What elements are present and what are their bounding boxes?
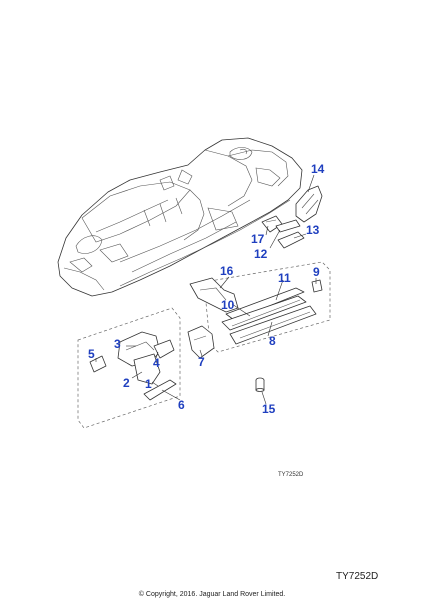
callout-5[interactable]: 5 <box>88 347 95 361</box>
callout-8[interactable]: 8 <box>269 334 276 348</box>
part-8-sill-outer <box>229 305 317 345</box>
part-13-reinforcement <box>277 231 305 249</box>
leader-lines <box>95 174 317 405</box>
callouts: 14 13 17 12 16 11 9 10 8 3 5 4 7 2 1 6 1… <box>88 162 325 416</box>
callout-11[interactable]: 11 <box>278 271 291 285</box>
part-4-bracket <box>153 339 175 359</box>
part-10-sill-inner <box>221 295 307 331</box>
callout-7[interactable]: 7 <box>198 355 205 369</box>
callout-9[interactable]: 9 <box>313 265 320 279</box>
diagram-ref-small: TY7252D <box>278 472 304 478</box>
callout-16[interactable]: 16 <box>220 264 234 278</box>
callout-2[interactable]: 2 <box>123 376 130 390</box>
part-12-plate <box>275 219 301 233</box>
part-7-support <box>187 325 215 359</box>
part-9-end-cap <box>311 279 323 293</box>
diagram-ref-large: TY7252D <box>336 571 379 582</box>
callout-6[interactable]: 6 <box>178 398 185 412</box>
copyright-notice: © Copyright, 2016. Jaguar Land Rover Lim… <box>138 591 286 598</box>
part-14-rear-quarter-panel <box>295 185 323 223</box>
part-11-sill-upper <box>225 287 305 321</box>
callout-13[interactable]: 13 <box>306 223 320 237</box>
callout-14[interactable]: 14 <box>311 162 325 176</box>
part-2-crossmember <box>133 353 161 385</box>
callout-10[interactable]: 10 <box>221 298 235 312</box>
callout-15[interactable]: 15 <box>262 402 276 416</box>
body-shell-drawing <box>57 137 303 297</box>
part-15-grommet <box>255 377 265 392</box>
callout-4[interactable]: 4 <box>153 356 160 370</box>
callout-12[interactable]: 12 <box>254 247 268 261</box>
part-5-gusset <box>89 355 107 373</box>
part-6-rail <box>143 379 177 401</box>
callout-1[interactable]: 1 <box>145 377 152 391</box>
callout-3[interactable]: 3 <box>114 337 121 351</box>
group-outline-left <box>77 307 181 429</box>
callout-17[interactable]: 17 <box>251 232 265 246</box>
